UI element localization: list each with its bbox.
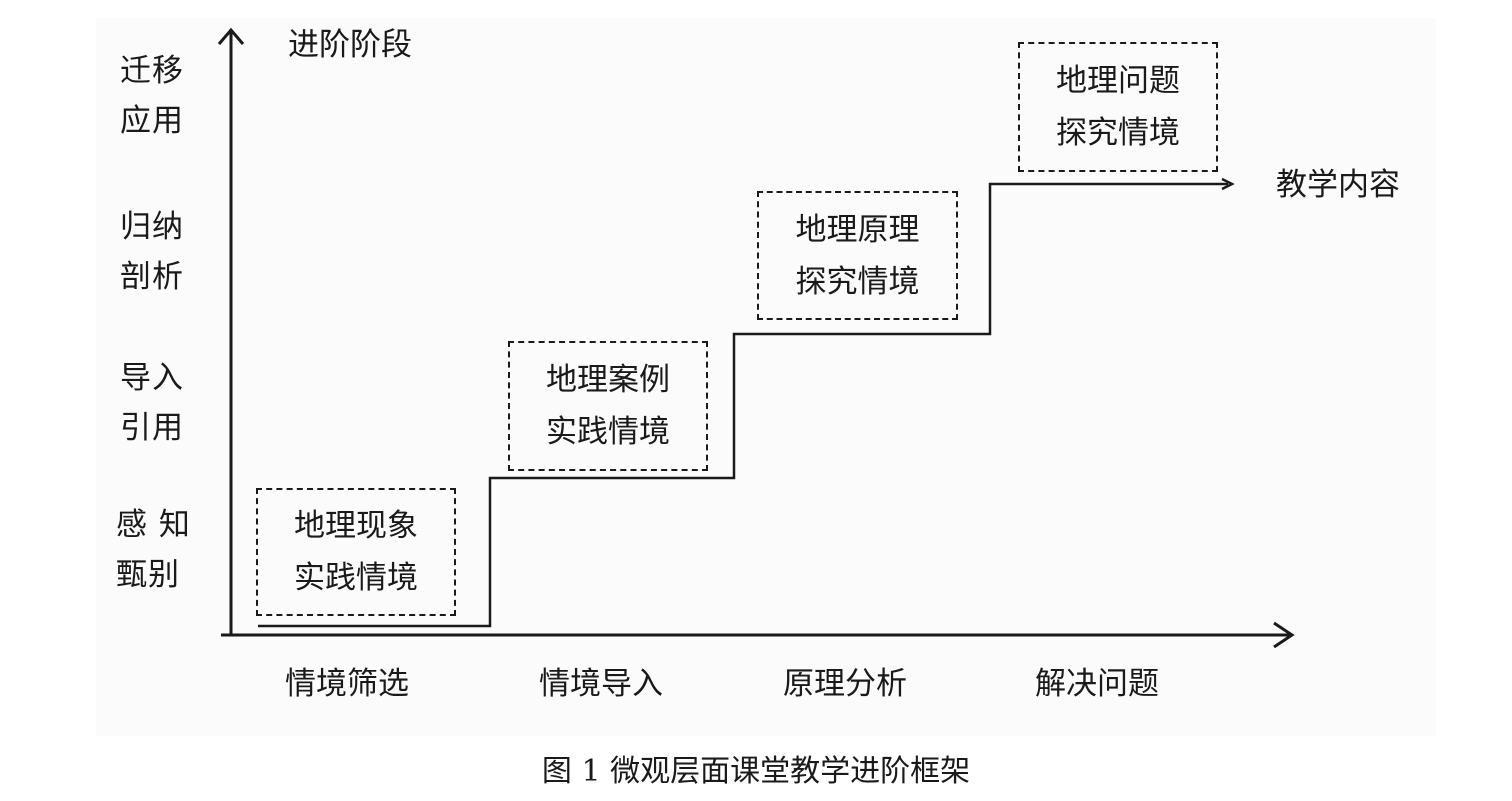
stage-label-introduction: 情境导入 (539, 666, 663, 702)
level-label-introduction-line2: 引用 (120, 410, 184, 446)
level-label-induction-line1: 归纳 (120, 209, 184, 245)
figure-caption: 图 1 微观层面课堂教学进阶框架 (541, 754, 971, 789)
step-box-case: 地理案例 实践情境 (508, 341, 708, 471)
step-box-principle-line2: 探究情境 (795, 263, 920, 300)
content-arrowhead (1221, 177, 1235, 191)
x-axis-arrowhead (1273, 621, 1295, 649)
step-box-case-line2: 实践情境 (546, 414, 670, 450)
stage-label-solving: 解决问题 (1035, 666, 1159, 702)
stage-label-screening: 情境筛选 (285, 666, 409, 702)
step-box-problem: 地理问题 探究情境 (1018, 42, 1218, 172)
stage-label-analysis: 原理分析 (783, 666, 907, 702)
step-box-principle: 地理原理 探究情境 (757, 191, 958, 320)
step-box-phenomenon-line2: 实践情境 (294, 560, 418, 596)
level-label-perception-line2: 甄别 (116, 557, 180, 593)
step-box-case-line1: 地理案例 (546, 362, 670, 398)
level-label-transfer-line1: 迁移 (120, 53, 184, 89)
step-box-phenomenon: 地理现象 实践情境 (256, 488, 456, 616)
level-label-perception-line1: 感 知 (116, 507, 191, 543)
staircase-line (258, 182, 1228, 628)
y-axis-arrowhead (217, 27, 245, 45)
step-box-problem-line1: 地理问题 (1056, 63, 1180, 99)
level-label-induction-line2: 剖析 (120, 259, 184, 295)
step-box-problem-line2: 探究情境 (1056, 115, 1180, 151)
step-box-principle-line1: 地理原理 (795, 211, 920, 248)
level-label-transfer-line2: 应用 (120, 103, 184, 139)
figure-panel (96, 18, 1436, 736)
x-axis-title: 教学内容 (1276, 167, 1400, 203)
level-label-introduction-line1: 导入 (120, 360, 184, 396)
step-box-phenomenon-line1: 地理现象 (294, 508, 418, 544)
y-axis-title: 进阶阶段 (288, 27, 412, 63)
